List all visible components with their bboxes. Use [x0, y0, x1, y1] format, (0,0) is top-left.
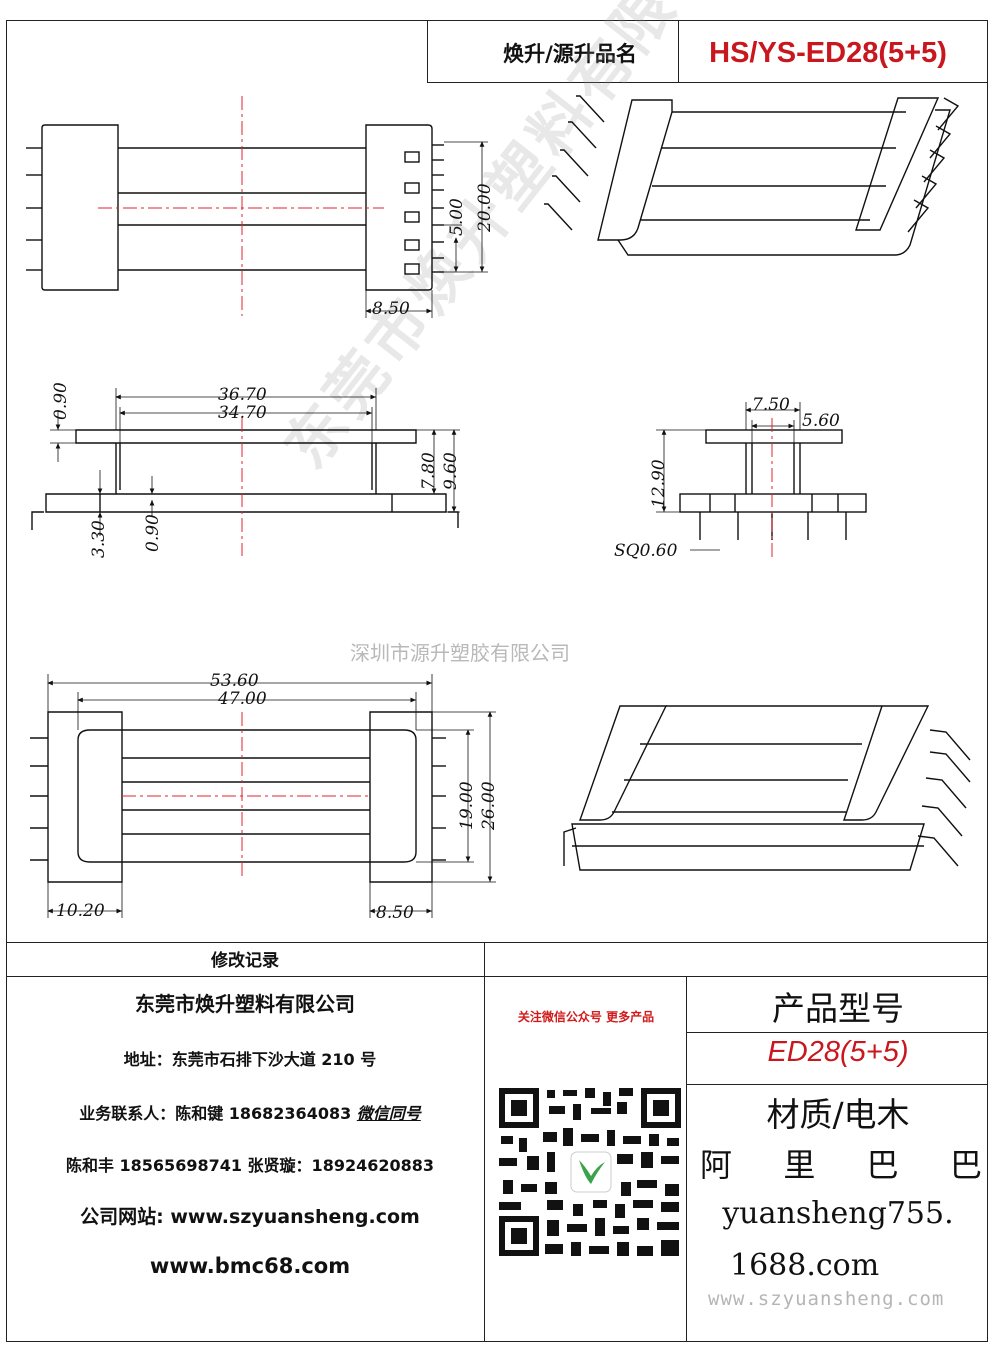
center-watermark: 深圳市源升塑胶有限公司 [350, 641, 570, 665]
material-divider [686, 1084, 988, 1085]
shop-url-line-1[interactable]: yuansheng755. [722, 1196, 954, 1231]
alibaba-char: 巴 [949, 1146, 982, 1184]
product-code: HS/YS-ED28(5+5) [709, 36, 947, 69]
alibaba-char: 里 [783, 1146, 816, 1184]
technical-drawing: 20.00 5.00 8.50 36.70 34.70 0.90 7.80 9.… [26, 95, 971, 923]
dim-090-bottom: 0.90 [143, 514, 163, 552]
footer-top-line [6, 942, 988, 943]
dim-3670: 36.70 [218, 385, 267, 405]
model-divider [686, 1032, 988, 1033]
dim-sq: SQ0.60 [614, 541, 678, 561]
product-model-value: ED28(5+5) [767, 1036, 909, 1068]
contact-line-1: 业务联系人：陈和键 18682364083 微信同号 [30, 1100, 470, 1124]
company-address: 地址：东莞市石排下沙大道 210 号 [123, 1050, 377, 1069]
dim-1900: 19.00 [457, 781, 477, 830]
title-block-left [427, 20, 428, 82]
dim-bottom-850: 8.50 [376, 903, 414, 923]
top-view [26, 124, 488, 318]
drawing-frame [6, 20, 988, 1342]
footer-divider-right [686, 976, 687, 1342]
product-model-label: 产品型号 [772, 989, 904, 1028]
wechat-tag: 微信同号 [356, 1104, 421, 1123]
material-text: 材质/电木 [766, 1095, 910, 1134]
follow-wechat-text: 关注微信公众号 更多产品 [517, 1010, 655, 1024]
dim-1020: 10.20 [56, 901, 105, 921]
site-watermark: www.szyuansheng.com [708, 1288, 945, 1310]
title-block-bottom [427, 82, 988, 83]
alibaba-char: 阿 [700, 1146, 733, 1184]
dim-750: 7.50 [752, 395, 790, 415]
contact-line-2: 陈和丰 18565698741 张贤璇：18924620883 [65, 1156, 435, 1175]
dim-top-850: 8.50 [372, 299, 410, 319]
footer-second-line [6, 976, 988, 977]
alibaba-char: 巴 [866, 1146, 899, 1184]
company-website[interactable]: 公司网站: www.szyuansheng.com [80, 1206, 420, 1228]
footer-divider-left [484, 942, 485, 1342]
revision-record-label: 修改记录 [211, 950, 279, 971]
bottom-view [30, 674, 496, 918]
dim-780: 7.80 [419, 452, 439, 490]
dim-5360: 53.60 [210, 671, 259, 691]
dim-3470: 34.70 [218, 403, 267, 423]
contact-1-text: 业务联系人：陈和键 18682364083 [79, 1104, 357, 1123]
dim-20: 20.00 [475, 183, 495, 233]
dim-2600: 26.00 [479, 781, 499, 831]
company-name: 东莞市焕升塑料有限公司 [135, 992, 355, 1016]
front-view [31, 388, 460, 536]
isometric-view-bottom [563, 705, 971, 871]
title-block-divider [678, 20, 679, 82]
alibaba-text: 阿 里 巴 巴 [700, 1140, 982, 1186]
company-website-2[interactable]: www.bmc68.com [149, 1254, 351, 1278]
dim-330: 3.30 [89, 520, 109, 558]
shop-url-line-2[interactable]: 1688.com [730, 1248, 880, 1283]
isometric-view-top [544, 95, 960, 256]
dim-560: 5.60 [802, 411, 840, 431]
dim-960: 9.60 [441, 452, 461, 490]
qr-code-icon[interactable] [497, 1086, 683, 1258]
dim-4700: 47.00 [217, 689, 267, 709]
product-name-label: 焕升/源升品名 [503, 42, 637, 66]
side-view [656, 402, 867, 551]
dim-5: 5.00 [447, 198, 467, 236]
dim-090-top: 0.90 [51, 382, 71, 420]
dim-1290: 12.90 [649, 459, 669, 508]
centerlines [98, 96, 773, 876]
